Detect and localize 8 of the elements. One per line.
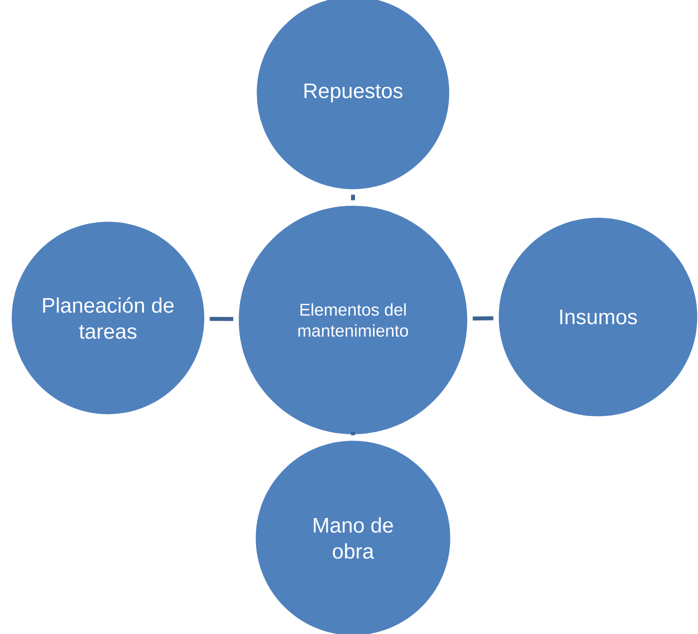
circle-node: Mano de obra: [254, 439, 452, 634]
circle-node: Insumos: [497, 216, 698, 418]
connector-line: [472, 316, 494, 321]
connector-line: [210, 316, 234, 322]
circle-node: Planeación de tareas: [10, 220, 206, 416]
connector-line: [351, 194, 355, 200]
connector-line: [351, 432, 355, 436]
circle-node: Elementos del mantenimiento: [237, 204, 469, 436]
